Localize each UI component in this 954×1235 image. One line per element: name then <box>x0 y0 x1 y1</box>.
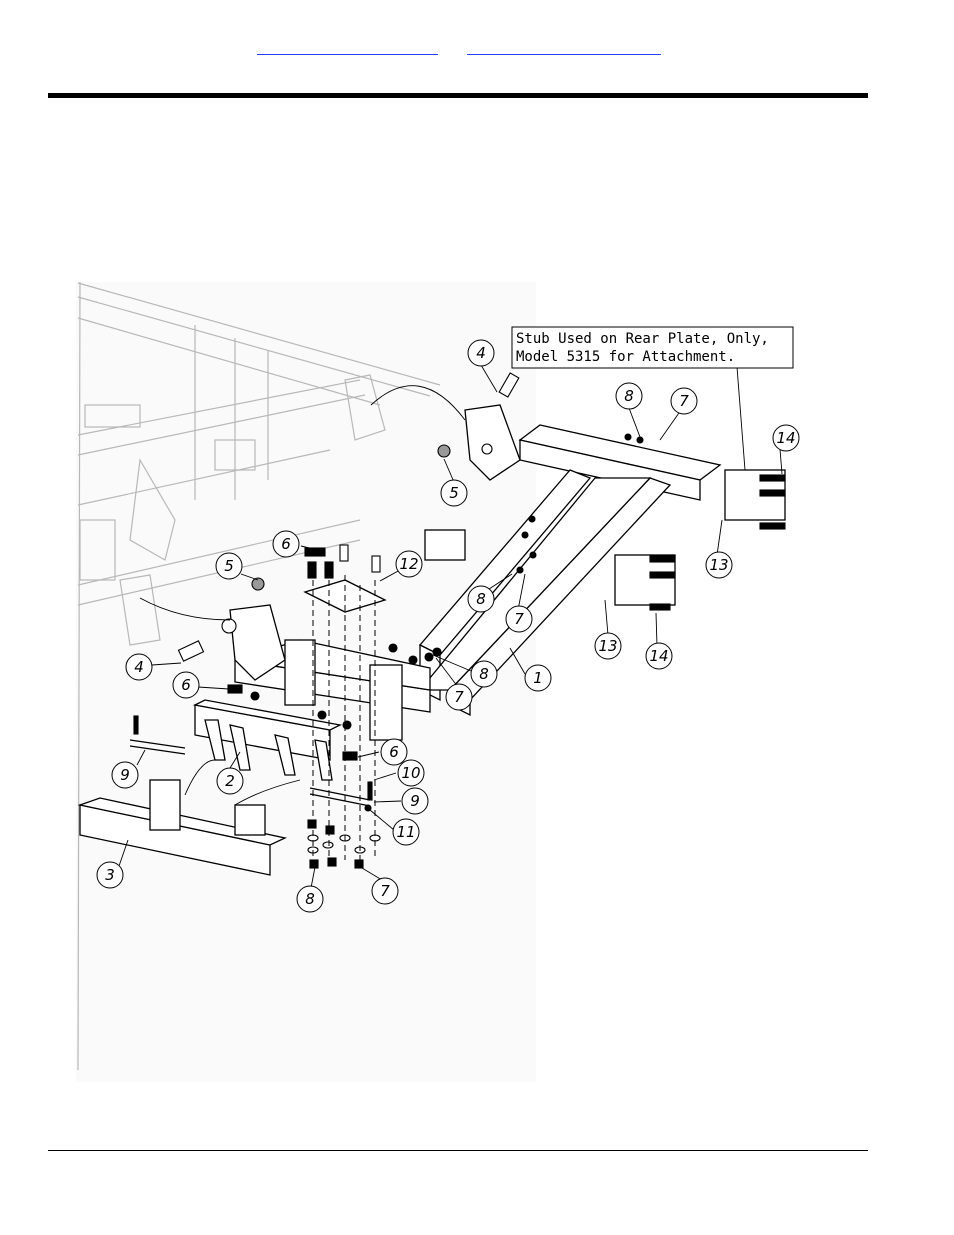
svg-text:9: 9 <box>120 766 130 784</box>
callout-c14b: 14 <box>645 642 673 670</box>
callout-c3: 3 <box>96 861 124 889</box>
callout-c8c: 8 <box>470 660 498 688</box>
callout-c7a: 7 <box>670 387 698 415</box>
callout-c4a: 4 <box>467 339 495 367</box>
svg-text:7: 7 <box>679 392 689 410</box>
callout-c13a: 13 <box>705 551 733 579</box>
svg-text:1: 1 <box>533 669 543 687</box>
callout-c12: 12 <box>395 550 423 578</box>
svg-text:8: 8 <box>479 665 489 683</box>
svg-text:13: 13 <box>709 556 728 574</box>
svg-text:5: 5 <box>224 557 234 575</box>
svg-text:6: 6 <box>181 676 191 694</box>
svg-text:3: 3 <box>105 866 115 884</box>
svg-text:6: 6 <box>281 535 291 553</box>
callout-c6c: 6 <box>380 738 408 766</box>
callout-c7d: 7 <box>371 877 399 905</box>
attachment-note: Stub Used on Rear Plate, Only, Model 531… <box>511 326 794 369</box>
top-rule <box>48 93 868 98</box>
svg-text:4: 4 <box>476 344 486 362</box>
callout-c4b: 4 <box>125 653 153 681</box>
callout-c7c: 7 <box>445 683 473 711</box>
svg-text:12: 12 <box>399 555 418 573</box>
callout-c8b: 8 <box>467 585 495 613</box>
callout-c9b: 9 <box>401 787 429 815</box>
callout-c1: 1 <box>524 664 552 692</box>
callout-c7b: 7 <box>505 605 533 633</box>
callout-c6b: 6 <box>172 671 200 699</box>
header-link-b[interactable] <box>467 40 661 55</box>
svg-text:10: 10 <box>401 764 420 782</box>
callout-c10: 10 <box>397 759 425 787</box>
callout-c8d: 8 <box>296 885 324 913</box>
header-link-a[interactable] <box>257 40 438 55</box>
svg-text:7: 7 <box>514 610 524 628</box>
callout-c2: 2 <box>216 767 244 795</box>
svg-text:7: 7 <box>454 688 464 706</box>
svg-text:13: 13 <box>598 637 617 655</box>
leader-lines <box>118 364 783 889</box>
svg-text:8: 8 <box>476 590 486 608</box>
note-line-1: Stub Used on Rear Plate, Only, <box>516 331 769 347</box>
callout-c11: 11 <box>392 818 420 846</box>
svg-text:8: 8 <box>305 890 315 908</box>
svg-text:8: 8 <box>624 387 634 405</box>
main-frame <box>77 404 786 876</box>
svg-text:11: 11 <box>396 823 415 841</box>
svg-text:5: 5 <box>449 484 459 502</box>
callout-c5b: 5 <box>215 552 243 580</box>
svg-text:9: 9 <box>410 792 420 810</box>
svg-text:6: 6 <box>389 743 399 761</box>
callout-c9a: 9 <box>111 761 139 789</box>
svg-text:14: 14 <box>649 647 668 665</box>
svg-text:14: 14 <box>776 429 795 447</box>
callout-c6a: 6 <box>272 530 300 558</box>
callout-c5a: 5 <box>440 479 468 507</box>
svg-text:7: 7 <box>380 882 390 900</box>
note-line-2: Model 5315 for Attachment. <box>516 349 735 365</box>
assembly-lines <box>312 575 376 860</box>
callout-c8a: 8 <box>615 382 643 410</box>
svg-text:4: 4 <box>134 658 144 676</box>
callout-c13b: 13 <box>594 632 622 660</box>
callout-c14a: 14 <box>772 424 800 452</box>
callout-layer: 4 5 8 7 14 13 6 12 5 8 7 13 14 4 6 8 1 7… <box>96 339 800 913</box>
svg-text:2: 2 <box>225 772 235 790</box>
bottom-rule <box>48 1150 868 1151</box>
